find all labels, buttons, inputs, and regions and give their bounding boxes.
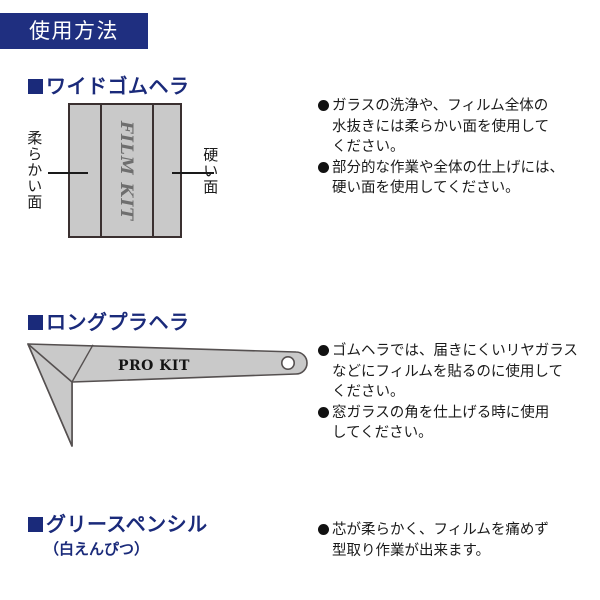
bullet-text: 部分的な作業や全体の仕上げには、 硬い面を使用してください。 xyxy=(332,159,564,197)
page-title: 使用方法 xyxy=(29,18,119,43)
squeegee-body xyxy=(68,103,182,238)
bullet-item: 芯が柔らかく、フィルムを痛めず 型取り作業が出来ます。 xyxy=(318,520,593,561)
scraper-blade xyxy=(27,343,73,447)
page-header-banner: 使用方法 xyxy=(0,13,148,49)
bullet-text: 芯が柔らかく、フィルムを痛めず 型取り作業が出来ます。 xyxy=(332,522,549,559)
section-heading-long-plastic-scraper: ロングプラヘラ xyxy=(28,312,190,332)
section-heading-grease-pencil: グリースペンシル xyxy=(28,514,208,534)
bullet-item: ゴムヘラでは、届きにくいリヤガラス などにフィルムを貼るのに使用して ください。 xyxy=(318,341,593,403)
bullet-dot-icon xyxy=(318,406,329,418)
squeegee-divider-right xyxy=(152,103,154,238)
square-bullet-icon xyxy=(28,315,43,330)
scraper-outline xyxy=(27,343,308,447)
bullet-text: ガラスの洗浄や、フィルム全体の 水抜きには柔らかい面を使用して ください。 xyxy=(332,98,550,156)
label-hard-side: 硬い面 xyxy=(201,147,220,195)
scraper-hang-hole xyxy=(280,355,295,370)
scraper-blade-crease xyxy=(71,344,94,383)
squeegee-divider-left xyxy=(100,103,102,238)
square-bullet-icon xyxy=(28,79,43,94)
bullet-list-grease-pencil: 芯が柔らかく、フィルムを痛めず 型取り作業が出来ます。 xyxy=(318,520,593,561)
scraper-shape-icon xyxy=(27,343,308,447)
figure-long-plastic-scraper: PRO KIT xyxy=(0,330,320,460)
section-heading-label: ワイドゴムヘラ xyxy=(46,74,190,98)
bullet-dot-icon xyxy=(318,524,329,535)
section-heading-label: ロングプラヘラ xyxy=(46,310,190,334)
bullet-dot-icon xyxy=(318,345,329,356)
bullet-item: 窓ガラスの角を仕上げる時に使用 してください。 xyxy=(318,403,593,444)
bullet-list-long-plastic-scraper: ゴムヘラでは、届きにくいリヤガラス などにフィルムを貼るのに使用して ください。… xyxy=(318,341,593,444)
section-heading-wide-rubber-squeegee: ワイドゴムヘラ xyxy=(28,76,190,96)
bullet-text: ゴムヘラでは、届きにくいリヤガラス などにフィルムを貼るのに使用して ください。 xyxy=(332,343,578,401)
section-heading-label: グリースペンシル xyxy=(46,512,208,536)
bullet-dot-icon xyxy=(318,161,329,173)
bullet-dot-icon xyxy=(318,100,329,111)
bullet-text: 窓ガラスの角を仕上げる時に使用 してください。 xyxy=(332,404,550,442)
leader-line-hard-side xyxy=(172,172,214,174)
figure-wide-rubber-squeegee: FILM KIT 柔らかい面 硬い面 xyxy=(0,95,300,250)
bullet-item: 部分的な作業や全体の仕上げには、 硬い面を使用してください。 xyxy=(318,158,593,199)
bullet-list-wide-rubber-squeegee: ガラスの洗浄や、フィルム全体の 水抜きには柔らかい面を使用して ください。 部分… xyxy=(318,96,593,199)
bullet-item: ガラスの洗浄や、フィルム全体の 水抜きには柔らかい面を使用して ください。 xyxy=(318,96,593,158)
label-soft-side: 柔らかい面 xyxy=(25,130,44,210)
scraper-brand-label: PRO KIT xyxy=(118,358,190,374)
section-subheading-grease-pencil: （白えんぴつ） xyxy=(44,540,150,558)
leader-line-soft-side xyxy=(48,172,88,174)
square-bullet-icon xyxy=(28,517,43,532)
